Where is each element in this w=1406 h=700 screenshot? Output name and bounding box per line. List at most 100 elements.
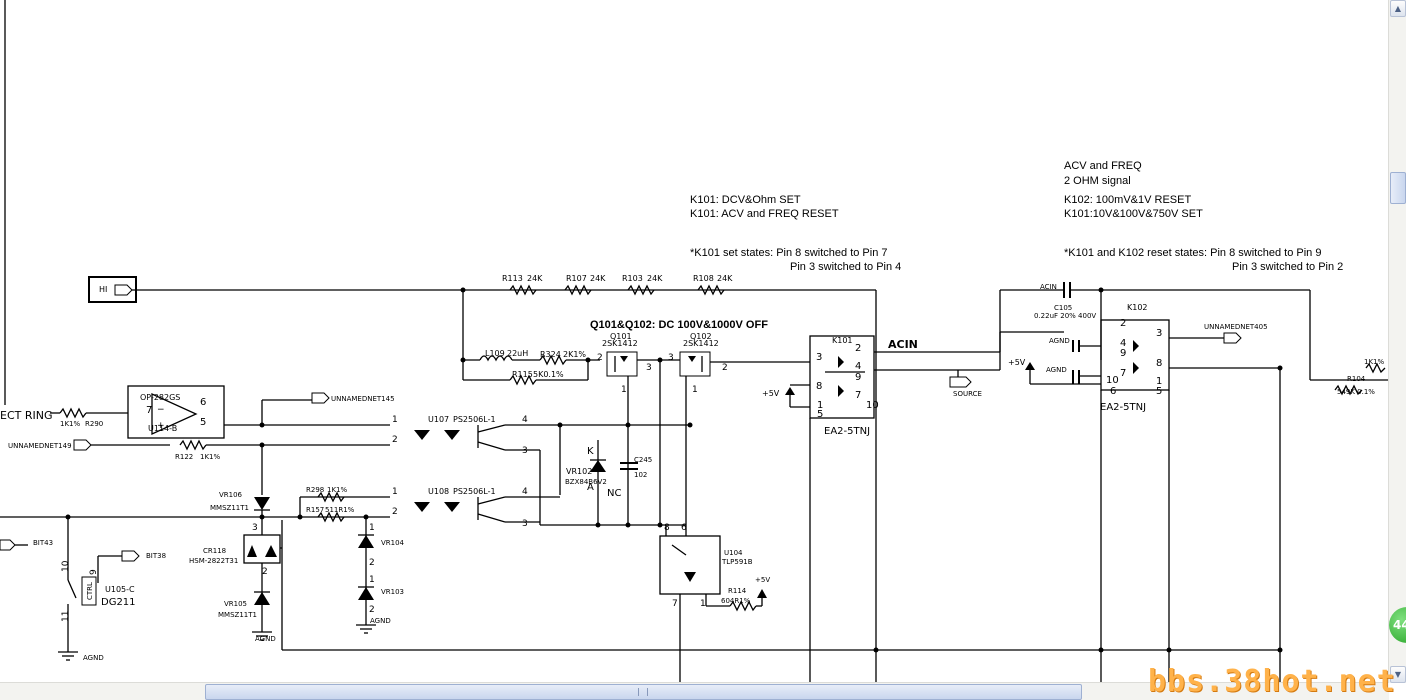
svg-text:CTRL: CTRL	[86, 582, 94, 600]
svg-text:R108: R108	[693, 274, 714, 283]
svg-text:549K 0.1%: 549K 0.1%	[1337, 388, 1375, 396]
svg-text:3: 3	[1156, 328, 1162, 339]
svg-text:3: 3	[646, 363, 652, 373]
resistor-r113: R113 24K	[502, 274, 543, 296]
svg-text:−: −	[157, 405, 165, 415]
svg-text:7: 7	[855, 390, 861, 401]
svg-text:U108: U108	[428, 487, 449, 496]
svg-text:4: 4	[522, 415, 528, 425]
plus5v-k102: +5V	[1008, 358, 1035, 370]
agnd-vr103: AGND	[356, 617, 391, 634]
svg-text:VR105: VR105	[224, 600, 247, 608]
svg-text:BIT38: BIT38	[146, 552, 166, 560]
svg-text:7: 7	[1120, 368, 1126, 379]
svg-text:2K1%: 2K1%	[563, 350, 586, 359]
note-k101-dcv: K101: DCV&Ohm SET	[690, 194, 801, 206]
svg-text:6: 6	[681, 523, 687, 533]
svg-text:604R1%: 604R1%	[721, 597, 751, 605]
svg-text:EA2-5TNJ: EA2-5TNJ	[1100, 402, 1146, 413]
svg-text:2SK1412: 2SK1412	[602, 339, 638, 348]
svg-text:R324: R324	[540, 350, 561, 359]
svg-text:1: 1	[1156, 376, 1162, 387]
resistor-r290: 1K1% R290	[59, 407, 103, 428]
resistor-r298: R298 1K1%	[306, 486, 347, 503]
svg-text:C105: C105	[1054, 304, 1072, 312]
svg-text:K: K	[587, 446, 594, 457]
svg-text:AGND: AGND	[255, 635, 276, 643]
svg-text:2: 2	[392, 507, 398, 517]
mosfet-q102: Q102 2SK1412 3 2 1	[668, 332, 728, 395]
svg-text:PS2506L-1: PS2506L-1	[453, 415, 496, 424]
inductor-l109: L109 22uH	[479, 349, 528, 362]
svg-text:24K: 24K	[717, 274, 733, 283]
svg-text:2: 2	[1120, 318, 1126, 329]
acin-label: ACIN	[888, 338, 918, 351]
svg-text:K101: K101	[832, 336, 853, 345]
bit38-port: BIT38	[121, 550, 166, 562]
note-acv-freq: ACV and FREQ	[1064, 160, 1142, 172]
svg-text:A: A	[587, 482, 594, 493]
svg-text:9: 9	[89, 569, 99, 575]
scroll-up-button[interactable]: ▲	[1390, 0, 1406, 17]
notification-badge[interactable]: 44	[1389, 607, 1406, 643]
unnamed149-port: UNNAMEDNET149	[8, 439, 92, 451]
zener-vr106: VR106 MMSZ11T1	[210, 491, 270, 512]
note-ohm-signal: 2 OHM signal	[1064, 175, 1131, 187]
note-reset-states-b: Pin 3 switched to Pin 2	[1232, 261, 1343, 273]
svg-text:AGND: AGND	[370, 617, 391, 625]
svg-text:MMSZ11T1: MMSZ11T1	[218, 611, 257, 619]
svg-text:HSM-2822T31: HSM-2822T31	[189, 557, 238, 565]
svg-text:R103: R103	[622, 274, 643, 283]
svg-text:EA2-5TNJ: EA2-5TNJ	[824, 426, 870, 437]
switch-dg211: CTRL 10 9 11 U105-C DG211	[61, 560, 136, 652]
svg-text:C245: C245	[634, 456, 652, 464]
optocoupler-u108: U108 PS2506L-1 1 2 4 3	[392, 487, 528, 529]
schematic-canvas: K101: DCV&Ohm SET K101: ACV and FREQ RES…	[0, 0, 1389, 683]
svg-text:1K1%: 1K1%	[200, 453, 220, 461]
note-q-off: Q101&Q102: DC 100V&1000V OFF	[590, 319, 768, 331]
svg-text:VR102: VR102	[566, 467, 592, 476]
opamp-box	[127, 385, 225, 439]
svg-text:6: 6	[200, 397, 206, 408]
resistor-r103: R103 24K	[622, 274, 663, 296]
opamp-u114b: OP-282GS U114-B 7 6 5 − +	[140, 392, 206, 436]
svg-text:8: 8	[816, 381, 822, 392]
hi-port-symbol	[114, 284, 133, 296]
photovoltaic-u104: U104 TLP591B 8 6 7 1	[659, 523, 753, 609]
vertical-scroll-thumb[interactable]	[1390, 172, 1406, 204]
diode-cr118: CR118 HSM-2822T31 3 2	[189, 523, 281, 577]
svg-text:Q101: Q101	[610, 332, 632, 341]
hi-label: HI	[99, 285, 107, 294]
agnd-k102-b: AGND	[1046, 366, 1067, 374]
svg-text:10: 10	[866, 400, 879, 411]
mosfet-q101: Q101 2SK1412 2 3 1	[597, 332, 652, 395]
svg-text:+5V: +5V	[755, 576, 770, 584]
vertical-scrollbar[interactable]: ▲ ▼	[1388, 0, 1406, 683]
svg-text:OP-282GS: OP-282GS	[140, 393, 180, 402]
svg-text:SOURCE: SOURCE	[953, 390, 982, 398]
svg-text:1K1%: 1K1%	[60, 420, 80, 428]
horizontal-scroll-thumb[interactable]	[205, 684, 1082, 700]
svg-text:11: 11	[61, 611, 71, 622]
svg-text:R290: R290	[85, 420, 103, 428]
svg-text:7: 7	[146, 405, 152, 416]
svg-text:Q102: Q102	[690, 332, 712, 341]
svg-text:6: 6	[1110, 386, 1116, 397]
svg-text:R115: R115	[512, 370, 533, 379]
note-k101-set: K101:10V&100V&750V SET	[1064, 208, 1203, 220]
svg-text:+: +	[157, 421, 165, 431]
resistor-r104: R104 549K 0.1%	[1334, 375, 1375, 396]
svg-text:1: 1	[369, 575, 375, 585]
svg-text:1: 1	[369, 523, 375, 533]
svg-text:4: 4	[855, 361, 861, 372]
svg-text:1: 1	[621, 385, 627, 395]
svg-text:4: 4	[1120, 338, 1126, 349]
svg-text:1: 1	[392, 415, 398, 425]
svg-text:102: 102	[634, 471, 647, 479]
svg-text:R157: R157	[306, 506, 324, 514]
acin-small: ACIN	[1040, 283, 1057, 291]
svg-text:R122: R122	[175, 453, 193, 461]
svg-text:+5V: +5V	[762, 389, 780, 398]
agnd-dg211: AGND	[58, 651, 104, 662]
svg-text:1: 1	[817, 400, 823, 411]
